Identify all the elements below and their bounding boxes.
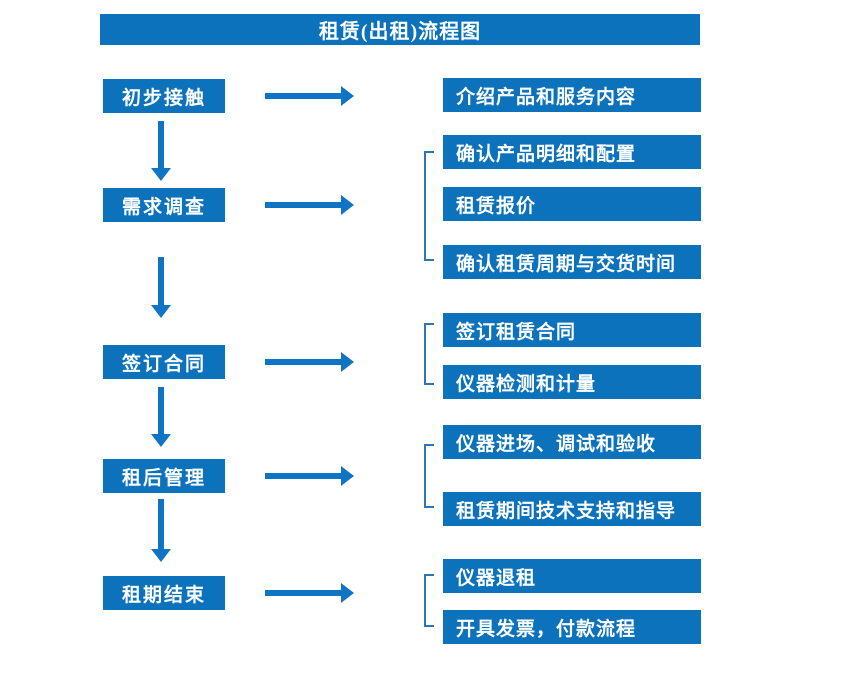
step-box-sign-contract: 签订合同 — [103, 345, 225, 379]
arrow-shaft — [158, 257, 164, 306]
arrow-right-connector-2 — [265, 195, 354, 215]
output-box-technical-support-guidance: 租赁期间技术支持和指导 — [443, 492, 701, 526]
output-box-rental-quote: 租赁报价 — [443, 187, 701, 221]
arrow-shaft — [265, 473, 341, 479]
arrow-shaft — [265, 359, 341, 365]
arrow-head — [341, 583, 354, 603]
step-box-demand-survey: 需求调查 — [103, 188, 225, 222]
output-box-sign-rental-contract: 签订租赁合同 — [443, 313, 701, 347]
arrow-right-connector-5 — [265, 583, 354, 603]
step-box-rental-end: 租期结束 — [103, 576, 225, 610]
arrow-shaft — [265, 202, 341, 208]
flowchart-title-text: 租赁(出租)流程图 — [318, 21, 482, 43]
step-box-initial-contact: 初步接触 — [103, 79, 225, 113]
arrow-right-connector-3 — [265, 352, 354, 372]
arrow-down-connector-2 — [151, 257, 171, 318]
arrow-head — [341, 466, 354, 486]
arrow-head — [151, 434, 171, 447]
output-box-invoice-payment-process: 开具发票，付款流程 — [443, 610, 701, 644]
arrow-head — [341, 86, 354, 106]
output-box-confirm-product-details: 确认产品明细和配置 — [443, 135, 701, 169]
flowchart-title-bar: 租赁(出租)流程图 — [100, 14, 700, 45]
group-bracket-rental-end — [424, 574, 434, 627]
arrow-shaft — [265, 93, 341, 99]
output-box-instrument-entry-commissioning: 仪器进场、调试和验收 — [443, 425, 701, 459]
arrow-shaft — [158, 387, 164, 435]
group-bracket-post-rental-management — [424, 444, 434, 508]
arrow-shaft — [158, 121, 164, 169]
arrow-shaft — [265, 590, 341, 596]
arrow-down-connector-3 — [151, 387, 171, 447]
arrow-shaft — [158, 499, 164, 550]
step-box-post-rental-management: 租后管理 — [103, 459, 225, 493]
group-bracket-demand-survey — [424, 151, 434, 261]
output-box-instrument-inspection-measurement: 仪器检测和计量 — [443, 365, 701, 399]
arrow-right-connector-4 — [265, 466, 354, 486]
output-box-instrument-return: 仪器退租 — [443, 559, 701, 593]
group-bracket-sign-contract — [424, 323, 434, 385]
arrow-down-connector-1 — [151, 121, 171, 181]
output-box-introduce-products-services: 介绍产品和服务内容 — [443, 78, 701, 112]
arrow-head — [341, 195, 354, 215]
arrow-head — [151, 305, 171, 318]
arrow-head — [341, 352, 354, 372]
arrow-right-connector-1 — [265, 86, 354, 106]
arrow-head — [151, 549, 171, 562]
arrow-head — [151, 168, 171, 181]
output-box-confirm-rental-period-delivery: 确认租赁周期与交货时间 — [443, 245, 701, 279]
arrow-down-connector-4 — [151, 499, 171, 562]
